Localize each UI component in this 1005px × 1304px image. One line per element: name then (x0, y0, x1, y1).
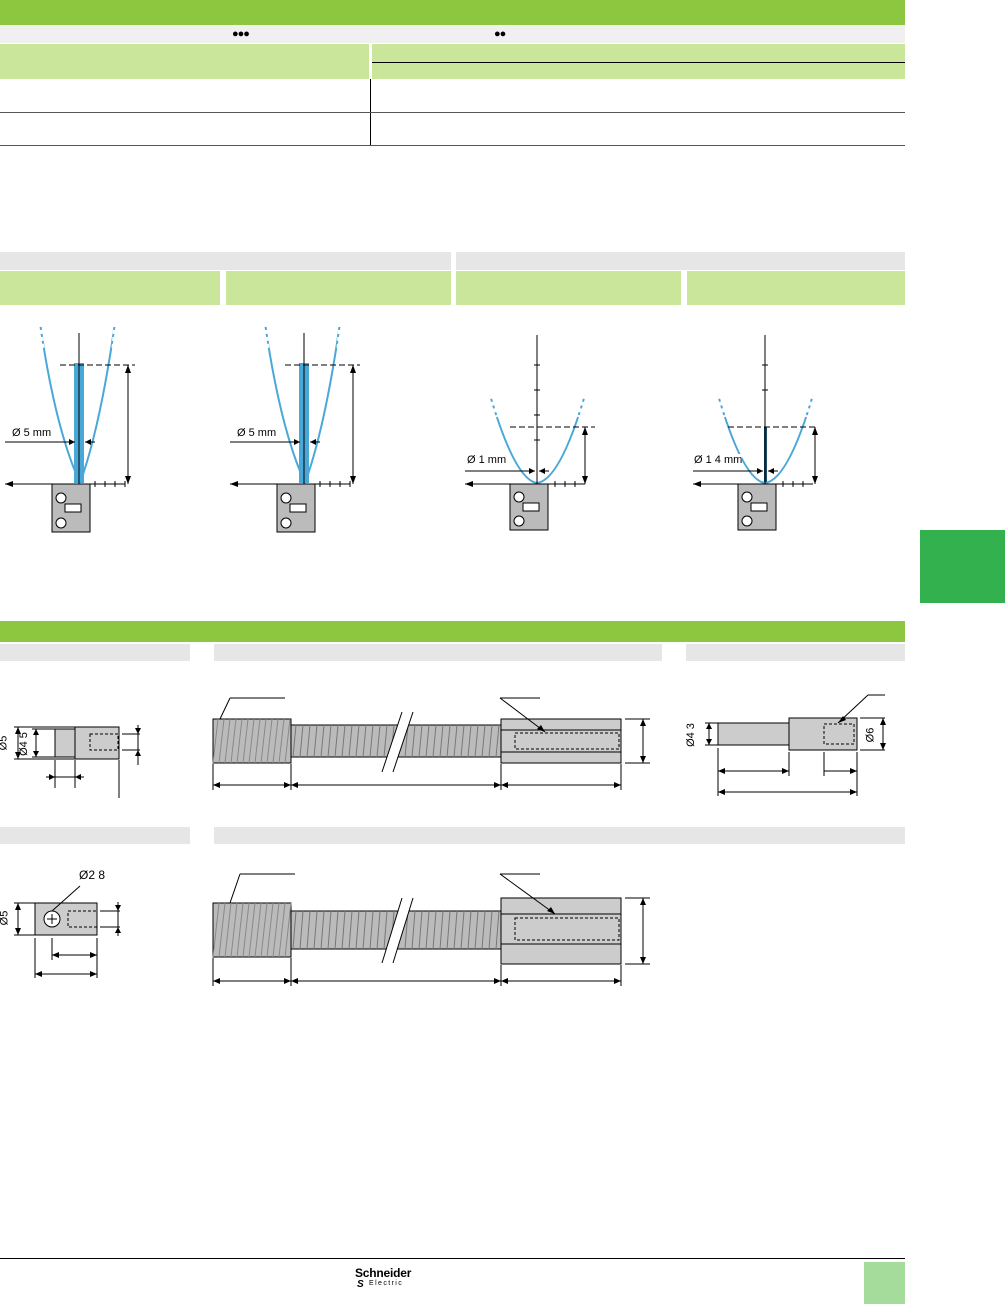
beam-d-diameter: Ø 1 4 mm (694, 454, 743, 466)
beam-figure-b (230, 322, 360, 533)
rating-row (0, 25, 905, 43)
table-subheader-left (0, 44, 369, 79)
part3-outer-dim: Ø6 (864, 727, 877, 743)
beam-figure-c (465, 335, 595, 531)
rating-high: ●●● (232, 28, 250, 40)
brand-sub: Electric (369, 1280, 404, 1287)
beam-col-2 (226, 271, 451, 305)
beam-a-diameter: Ø 5 mm (12, 427, 52, 439)
part1-drawing (14, 725, 141, 798)
beam-col-1 (0, 271, 220, 305)
part4-hole-dim: Ø2 8 (79, 868, 106, 882)
table-subheader-right-top (372, 44, 905, 62)
brand-logo: Schneider S Electric (355, 1266, 435, 1292)
beam-figure-a (5, 322, 135, 533)
part5-drawing (212, 873, 650, 986)
dim-col-4-header (0, 827, 190, 844)
table-bottom-rule (0, 145, 905, 146)
dim-col-3-header (686, 644, 905, 661)
table-header-bar (0, 0, 905, 25)
page-number-tab (864, 1262, 905, 1304)
section-side-tab (920, 530, 1005, 603)
part1-outer-dim: Ø5 (0, 735, 10, 751)
part1-inner-dim: Ø4 5 (17, 732, 30, 756)
beam-c-diameter: Ø 1 mm (467, 454, 507, 466)
part2-drawing (212, 697, 650, 790)
beam-header-left (0, 252, 451, 270)
beam-col-3 (456, 271, 681, 305)
beam-figure-d (693, 335, 818, 531)
beam-b-diameter: Ø 5 mm (237, 427, 277, 439)
dimensions-header-bar (0, 621, 905, 642)
dim-col-2-header (214, 644, 662, 661)
dim-col-1-header (0, 644, 190, 661)
table-row-rule (0, 112, 905, 113)
table-rule (372, 62, 905, 63)
part3-drawing (705, 694, 886, 796)
table-subheader-right-bottom (372, 63, 905, 79)
beam-header-right (456, 252, 905, 270)
brand-name: Schneider (355, 1266, 412, 1280)
dim-col-5-header (214, 827, 905, 844)
part3-inner-dim: Ø4 3 (684, 723, 697, 747)
footer-rule (0, 1258, 905, 1259)
beam-col-4 (687, 271, 905, 305)
part4-outer-dim: Ø5 (0, 910, 11, 926)
part4-drawing (14, 885, 121, 978)
rating-mid: ●● (494, 28, 506, 40)
brand-mark-icon: S (357, 1279, 364, 1290)
